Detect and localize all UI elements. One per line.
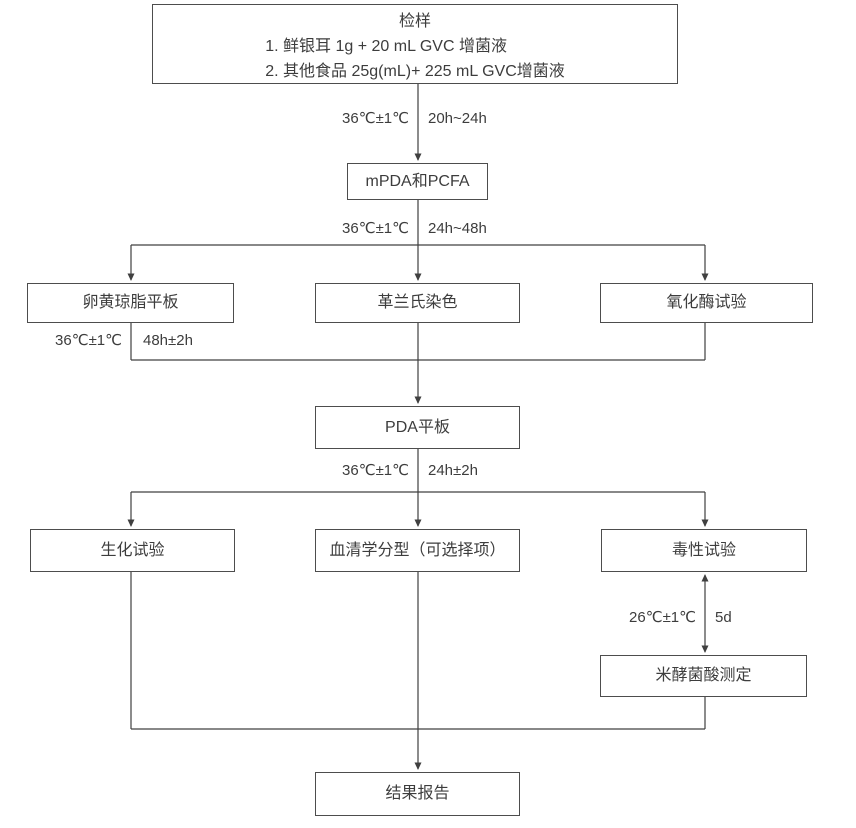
label-isolation-duration: 24h~48h (428, 220, 487, 237)
node-oxidase-test-label: 氧化酶试验 (666, 294, 747, 312)
label-enrichment-temperature: 36℃±1℃ (342, 110, 409, 127)
node-biochemical-test-label: 生化试验 (100, 541, 165, 559)
node-bongkrekic-acid-assay: 米酵菌酸测定 (600, 655, 807, 697)
sample-line-1: 1. 鲜银耳 1g + 20 mL GVC 增菌液 (265, 38, 507, 55)
node-serotyping: 血清学分型（可选择项） (315, 529, 520, 572)
sample-details: 1. 鲜银耳 1g + 20 mL GVC 增菌液 2. 其他食品 25g(mL… (265, 34, 565, 84)
label-isolation-temperature: 36℃±1℃ (342, 220, 409, 237)
node-oxidase-test: 氧化酶试验 (600, 283, 813, 323)
node-toxicity-test-label: 毒性试验 (671, 541, 736, 559)
node-toxicity-test: 毒性试验 (601, 529, 807, 572)
node-pda-plate: PDA平板 (315, 406, 520, 449)
label-egg-yolk-incubation-duration: 48h±2h (143, 332, 193, 349)
node-mpda-pcfa-label: mPDA和PCFA (365, 172, 470, 190)
node-egg-yolk-agar: 卵黄琼脂平板 (27, 283, 234, 323)
sample-line-2: 2. 其他食品 25g(mL)+ 225 mL GVC增菌液 (265, 63, 565, 80)
label-pda-incubation-duration: 24h±2h (428, 462, 478, 479)
label-enrichment-duration: 20h~24h (428, 110, 487, 127)
node-serotyping-label: 血清学分型（可选择项） (329, 541, 506, 559)
node-result-report-label: 结果报告 (385, 785, 450, 803)
node-biochemical-test: 生化试验 (30, 529, 235, 572)
node-sample: 检样 1. 鲜银耳 1g + 20 mL GVC 增菌液 2. 其他食品 25g… (152, 4, 678, 84)
node-gram-stain-label: 革兰氏染色 (377, 294, 458, 312)
node-mpda-pcfa: mPDA和PCFA (347, 163, 488, 200)
label-pda-incubation-temperature: 36℃±1℃ (342, 462, 409, 479)
label-egg-yolk-incubation-temperature: 36℃±1℃ (55, 332, 122, 349)
sample-title: 检样 (398, 13, 431, 30)
label-toxin-culture-temperature: 26℃±1℃ (629, 609, 696, 626)
label-toxin-culture-duration: 5d (715, 609, 732, 626)
node-result-report: 结果报告 (315, 772, 520, 816)
node-gram-stain: 革兰氏染色 (315, 283, 520, 323)
node-bongkrekic-acid-assay-label: 米酵菌酸测定 (655, 667, 752, 685)
node-pda-plate-label: PDA平板 (385, 418, 450, 436)
node-egg-yolk-agar-label: 卵黄琼脂平板 (82, 294, 179, 312)
